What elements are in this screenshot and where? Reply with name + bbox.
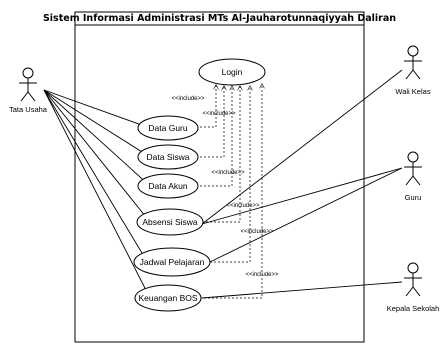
assoc-tata-usaha-data-siswa bbox=[43, 89, 151, 158]
assoc-kepala-sekolah-keuangan bbox=[201, 281, 403, 299]
stick-figure-icon bbox=[404, 262, 422, 297]
use-case-label: Jadwal Pelajaran bbox=[140, 257, 205, 267]
use-case-label: Keuangan BOS bbox=[138, 293, 197, 303]
use-case-label: Absensi Siswa bbox=[142, 217, 198, 227]
use-case-jadwal-pelajaran: Jadwal Pelajaran bbox=[133, 247, 211, 277]
assoc-tata-usaha-data-guru bbox=[43, 89, 151, 129]
use-case-label: Data Guru bbox=[148, 123, 187, 133]
assoc-tata-usaha-absensi bbox=[43, 89, 151, 223]
actor-label: Guru bbox=[405, 193, 422, 202]
use-case-absensi-siswa: Absensi Siswa bbox=[136, 208, 204, 236]
use-case-login: Login bbox=[198, 58, 266, 86]
include-keuangan-login bbox=[200, 84, 262, 299]
assoc-wali-kelas-absensi bbox=[201, 69, 403, 225]
include-absensi-login bbox=[202, 86, 240, 223]
actor-wali-kelas: Wali Kelas bbox=[395, 45, 431, 96]
include-relations: <<include>> <<include>> <<include>> <<in… bbox=[171, 84, 279, 299]
include-label: <<include>> bbox=[245, 272, 279, 278]
system-title: Sistem Informasi Administrasi MTs Al-Jau… bbox=[43, 13, 396, 24]
actor-guru: Guru bbox=[404, 151, 422, 202]
include-data-akun-login bbox=[192, 86, 232, 187]
actor-label: Kepala Sekolah bbox=[387, 304, 440, 313]
use-case-label: Login bbox=[222, 67, 243, 77]
use-case-data-guru: Data Guru bbox=[137, 115, 199, 141]
assoc-tata-usaha-keuangan bbox=[43, 89, 151, 299]
use-case-label: Data Akun bbox=[148, 181, 187, 191]
include-data-guru-login bbox=[192, 85, 216, 128]
include-label: <<include>> bbox=[240, 229, 274, 235]
include-label: <<include>> bbox=[171, 96, 205, 102]
assoc-guru-jadwal bbox=[209, 167, 403, 263]
include-label: <<include>> bbox=[202, 111, 236, 117]
system-boundary: Sistem Informasi Administrasi MTs Al-Jau… bbox=[43, 11, 396, 343]
actor-label: Wali Kelas bbox=[395, 87, 430, 96]
stick-figure-icon bbox=[19, 67, 37, 102]
actor-kepala-sekolah: Kepala Sekolah bbox=[387, 262, 440, 313]
associations bbox=[43, 69, 403, 299]
actor-tata-usaha: Tata Usaha bbox=[9, 67, 48, 114]
include-label: <<include>> bbox=[226, 203, 260, 209]
include-label: <<include>> bbox=[211, 170, 245, 176]
assoc-guru-absensi bbox=[201, 167, 403, 225]
include-data-siswa-login bbox=[192, 86, 224, 158]
use-case-data-akun: Data Akun bbox=[137, 173, 199, 199]
use-case-data-siswa: Data Siswa bbox=[137, 144, 199, 170]
use-case-label: Data Siswa bbox=[147, 152, 190, 162]
use-case-keuangan-bos: Keuangan BOS bbox=[134, 284, 202, 312]
stick-figure-icon bbox=[404, 45, 422, 80]
assoc-tata-usaha-data-akun bbox=[43, 89, 151, 187]
actor-label: Tata Usaha bbox=[9, 105, 48, 114]
stick-figure-icon bbox=[404, 151, 422, 186]
assoc-tata-usaha-jadwal bbox=[43, 89, 149, 264]
include-jadwal-login bbox=[210, 86, 250, 263]
